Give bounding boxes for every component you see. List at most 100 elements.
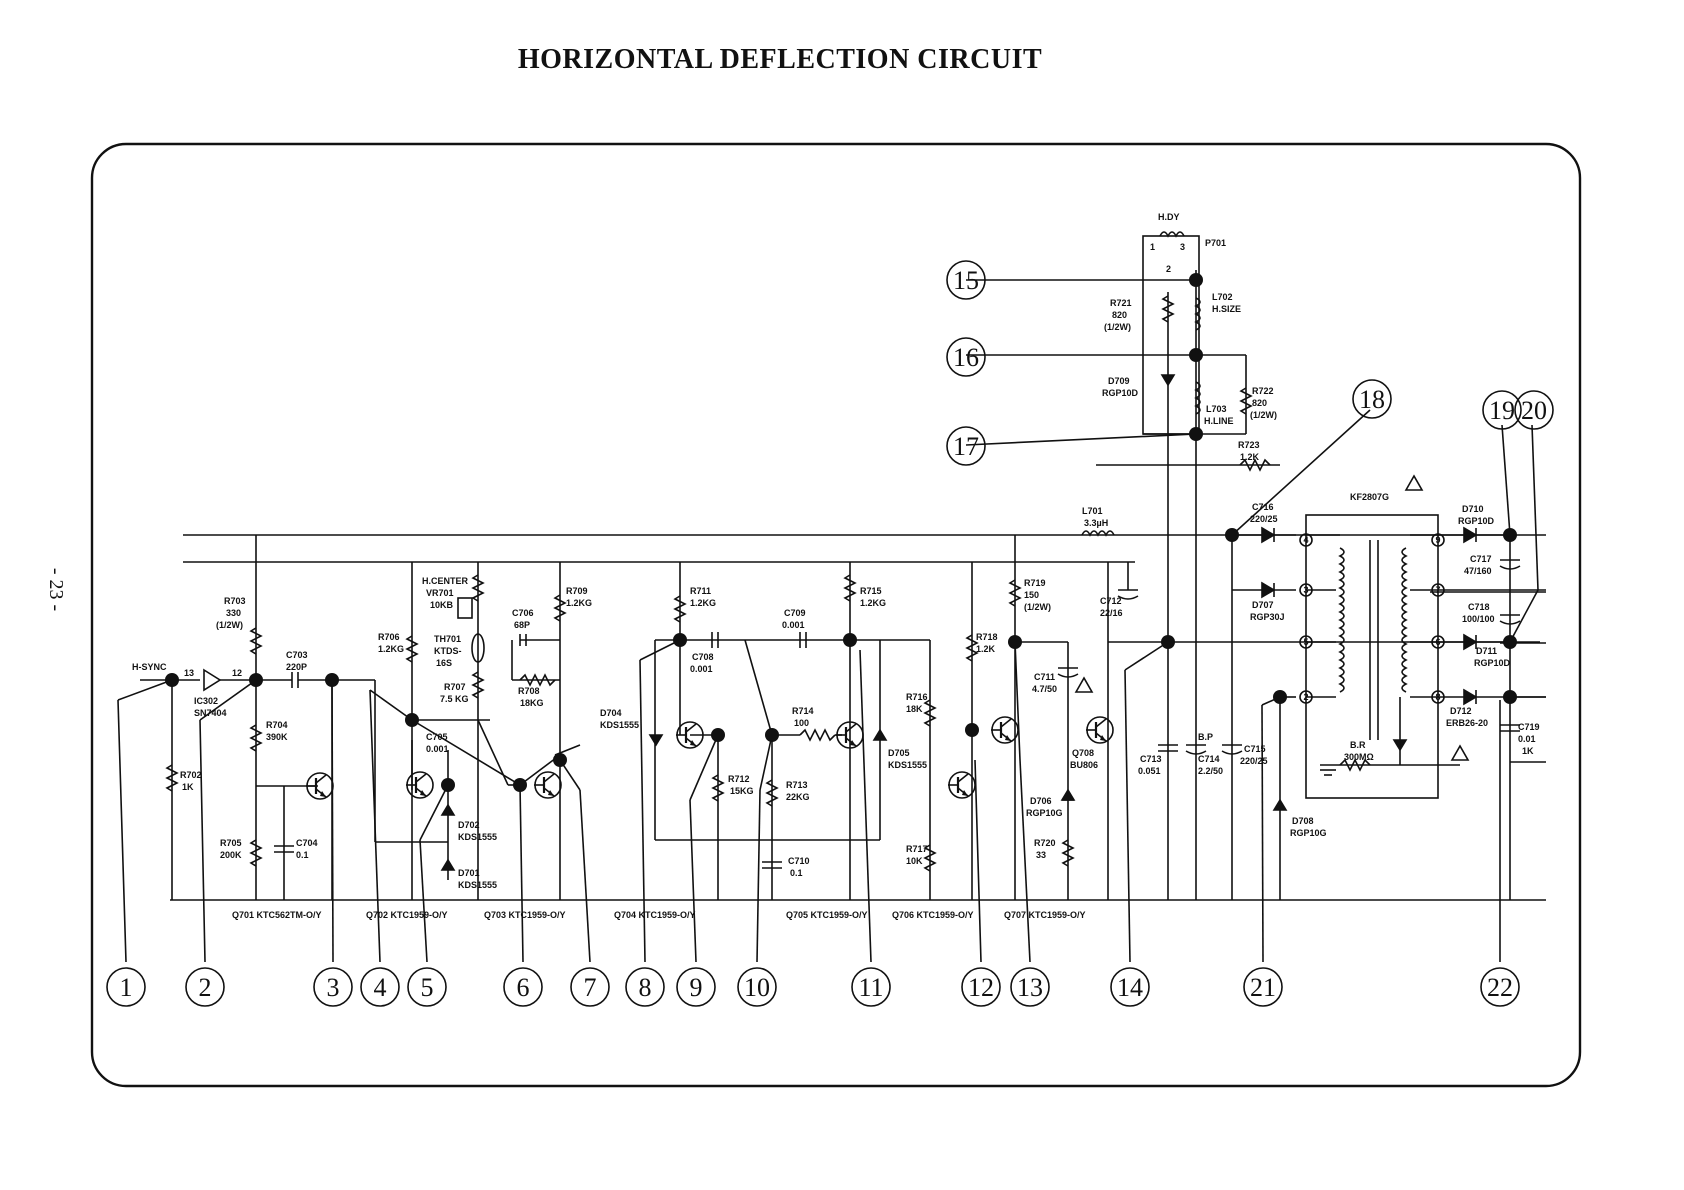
label-c712: C712 (1100, 596, 1122, 606)
label-c706: C706 (512, 608, 534, 618)
label-r719v: 150 (1024, 590, 1039, 600)
pin-label: 7 (1435, 585, 1440, 595)
callout-7: 7 (570, 967, 610, 1007)
label-r716v: 18K (906, 704, 923, 714)
label-q708: Q708 (1072, 748, 1094, 758)
callout-6: 6 (503, 967, 543, 1007)
label-c715: C715 (1244, 744, 1266, 754)
callout-text: 4 (374, 973, 387, 1002)
callout-text: 5 (421, 973, 434, 1002)
label-c714v: 2.2/50 (1198, 766, 1223, 776)
label-d708v: RGP10G (1290, 828, 1327, 838)
label-bp: B.P (1198, 732, 1213, 742)
output-rectifiers (1074, 526, 1546, 900)
callouts: 1 2 3 4 5 6 7 8 9 10 11 12 13 14 15 16 1… (106, 260, 1554, 1007)
label-r711v: 1.2KG (690, 598, 716, 608)
label-r708v: 18KG (520, 698, 544, 708)
label-d709: D709 (1108, 376, 1130, 386)
callout-1: 1 (106, 967, 146, 1007)
page-title: HORIZONTAL DEFLECTION CIRCUIT (517, 44, 1043, 75)
label-l703: L703 (1206, 404, 1227, 414)
label-c719w: 1K (1522, 746, 1534, 756)
label-r719w: (1/2W) (1024, 602, 1051, 612)
label-d706: D706 (1030, 796, 1052, 806)
label-r713: R713 (786, 780, 808, 790)
label-r707: R707 (444, 682, 466, 692)
callout-text: 15 (953, 266, 979, 295)
label-c717v: 47/160 (1464, 566, 1492, 576)
callout-text: 16 (953, 343, 979, 372)
callout-text: 14 (1117, 973, 1143, 1002)
label-c703v: 220P (286, 662, 307, 672)
callout-12: 12 (961, 967, 1001, 1007)
callout-14: 14 (1110, 967, 1150, 1007)
label-r714v: 100 (794, 718, 809, 728)
label-hdy: H.DY (1158, 212, 1180, 222)
label-l701v: 3.3µH (1084, 518, 1108, 528)
pin-label: 4 (1303, 535, 1308, 545)
label-q706: Q706 KTC1959-O/Y (892, 910, 974, 920)
label-r722v: 820 (1252, 398, 1267, 408)
callout-3: 3 (313, 967, 353, 1007)
callout-text: 18 (1359, 385, 1385, 414)
label-c714: C714 (1198, 754, 1220, 764)
callout-10: 10 (737, 967, 777, 1007)
label-d705v: KDS1555 (888, 760, 927, 770)
label-d710: D710 (1462, 504, 1484, 514)
label-sn7404: SN7404 (194, 708, 227, 718)
label-d706v: RGP10G (1026, 808, 1063, 818)
label-c709: C709 (784, 608, 806, 618)
label-c705v: 0.001 (426, 744, 449, 754)
label-d705: D705 (888, 748, 910, 758)
label-d704v: KDS1555 (600, 720, 639, 730)
label-r718v: 1.2K (976, 644, 996, 654)
label-r717v: 10K (906, 856, 923, 866)
label-r709: R709 (566, 586, 588, 596)
callout-text: 10 (744, 973, 770, 1002)
label-r715: R715 (860, 586, 882, 596)
callout-18: 18 (1352, 379, 1392, 419)
callout-text: 1 (120, 973, 133, 1002)
label-d702: D702 (458, 820, 480, 830)
label-r720v: 33 (1036, 850, 1046, 860)
label-r722: R722 (1252, 386, 1274, 396)
label-r714: R714 (792, 706, 814, 716)
callout-20: 20 (1514, 390, 1554, 430)
label-d712v: ERB26-20 (1446, 718, 1488, 728)
label-c711: C711 (1034, 672, 1055, 682)
label-c719: C719 (1518, 722, 1540, 732)
label-r718: R718 (976, 632, 998, 642)
label-r702: R702 (180, 770, 202, 780)
pin-label: 5 (1303, 637, 1308, 647)
label-d712: D712 (1450, 706, 1472, 716)
label-c704: C704 (296, 838, 318, 848)
label-r706: R706 (378, 632, 400, 642)
label-c709v: 0.001 (782, 620, 805, 630)
callout-leaders (117, 409, 1539, 963)
label-c710v: 0.1 (790, 868, 803, 878)
label-br: B.R (1350, 740, 1366, 750)
output-stage (965, 231, 1296, 900)
label-hcenter: H.CENTER (422, 576, 469, 586)
label-d710v: RGP10D (1458, 516, 1495, 526)
label-l701: L701 (1082, 506, 1103, 516)
pin-label: 9 (1435, 535, 1440, 545)
label-brv: 300MΩ (1344, 752, 1374, 762)
label-vr701v: 10KB (430, 600, 454, 610)
label-r708: R708 (518, 686, 540, 696)
label-q701: Q701 KTC562TM-O/Y (232, 910, 322, 920)
label-th701v2: 16S (436, 658, 452, 668)
label-r721: R721 (1110, 298, 1132, 308)
callout-text: 9 (690, 973, 703, 1002)
label-d709v: RGP10D (1102, 388, 1139, 398)
label-r709v: 1.2KG (566, 598, 592, 608)
label-r721v: 820 (1112, 310, 1127, 320)
label-l703v: H.LINE (1204, 416, 1234, 426)
transformer-pins: 4 3 5 2 9 7 6 8 (1299, 533, 1445, 704)
pin-label: 2 (1303, 692, 1308, 702)
label-c706v: 68P (514, 620, 530, 630)
callout-text: 7 (584, 973, 597, 1002)
callout-17: 17 (946, 426, 986, 466)
label-r712: R712 (728, 774, 750, 784)
